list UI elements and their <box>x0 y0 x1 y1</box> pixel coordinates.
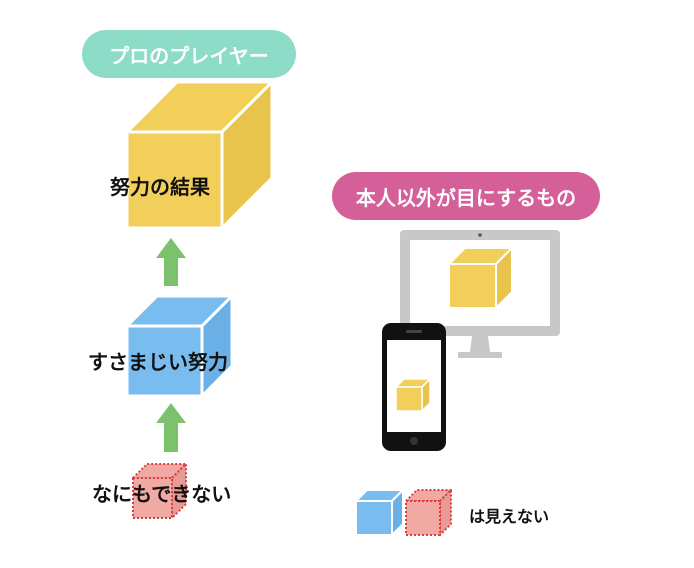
others-see-label: 本人以外が目にするもの <box>355 185 577 210</box>
upward-arrow-icon <box>156 238 186 286</box>
pro-player-label: プロのプレイヤー <box>109 43 269 68</box>
pro-player-badge: プロのプレイヤー <box>82 30 296 78</box>
upward-arrow-icon <box>156 403 186 452</box>
not-visible-label: は見えない <box>469 507 550 526</box>
legend-red-cube <box>405 489 452 536</box>
result-of-effort-label: 努力の結果 <box>110 175 210 199</box>
monitor-yellow-cube <box>448 247 513 309</box>
others-see-badge: 本人以外が目にするもの <box>332 172 600 220</box>
tremendous-effort-label: すさまじい努力 <box>88 350 228 374</box>
result-cube <box>125 80 274 230</box>
beginner-cube <box>132 463 187 519</box>
phone-yellow-cube <box>395 378 431 412</box>
legend-blue-cube <box>355 489 404 536</box>
effort-cube <box>125 294 234 398</box>
cannot-do-anything-label: なにもできない <box>92 482 232 506</box>
